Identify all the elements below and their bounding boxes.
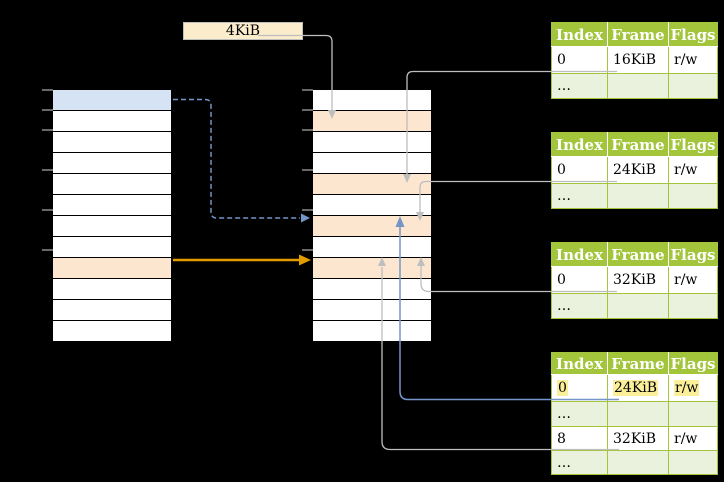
highlight: r/w xyxy=(674,380,700,396)
table-header-row: Index Frame Flags xyxy=(551,242,718,267)
memory-row xyxy=(313,90,431,111)
memory-row xyxy=(313,237,431,258)
memory-row xyxy=(53,321,171,341)
header-frame: Frame xyxy=(607,132,669,157)
cell-flags xyxy=(668,73,718,99)
cell-flags: r/w xyxy=(668,426,718,451)
table-row: 8 32KiB r/w xyxy=(551,426,718,451)
dashed-translation-arrow xyxy=(173,98,310,223)
memory-row xyxy=(313,279,431,300)
memory-row xyxy=(53,300,171,321)
cell-index: 0 xyxy=(551,46,608,74)
cell-index: … xyxy=(551,450,608,475)
table-header-row: Index Frame Flags xyxy=(551,22,718,47)
cell-flags: r/w xyxy=(668,374,718,402)
memory-row xyxy=(313,174,431,195)
page-size-label: 4KiB xyxy=(183,22,303,40)
cell-frame: 32KiB xyxy=(607,266,669,294)
cell-index: 0 xyxy=(551,266,608,294)
header-index: Index xyxy=(551,22,608,47)
header-index: Index xyxy=(551,352,608,375)
cell-frame: 16KiB xyxy=(607,46,669,74)
memory-row xyxy=(53,237,171,258)
memory-row xyxy=(313,153,431,174)
cell-frame xyxy=(607,401,669,427)
cell-index: … xyxy=(551,183,608,209)
cell-flags: r/w xyxy=(668,266,718,294)
arrowhead-right-icon xyxy=(301,213,310,223)
cell-index: … xyxy=(551,293,608,319)
cell-flags: r/w xyxy=(668,156,718,184)
memory-row xyxy=(53,111,171,132)
header-frame: Frame xyxy=(607,22,669,47)
memory-row xyxy=(53,90,171,111)
cell-index: 0 xyxy=(551,156,608,184)
table-row-ellipsis: … xyxy=(551,73,718,99)
memory-row xyxy=(53,195,171,216)
cell-index: 8 xyxy=(551,426,608,451)
memory-row xyxy=(53,216,171,237)
header-frame: Frame xyxy=(607,242,669,267)
highlight: 0 xyxy=(557,380,568,396)
table-header-row: Index Frame Flags xyxy=(551,352,718,375)
memory-row xyxy=(53,174,171,195)
table-row-ellipsis: … xyxy=(551,401,718,427)
memory-row xyxy=(313,216,431,237)
cell-index: … xyxy=(551,401,608,427)
page-table-4: Index Frame Flags 0 24KiB r/w … 8 32KiB … xyxy=(551,352,718,475)
table-row-ellipsis: … xyxy=(551,450,718,475)
memory-row xyxy=(313,132,431,153)
orange-mapping-arrow xyxy=(173,254,311,266)
cell-flags: r/w xyxy=(668,46,718,74)
memory-row xyxy=(313,300,431,321)
header-flags: Flags xyxy=(668,242,718,267)
cell-frame xyxy=(607,293,669,319)
dashed-arrow-path xyxy=(173,98,300,219)
highlight: 24KiB xyxy=(613,380,659,396)
table-header-row: Index Frame Flags xyxy=(551,132,718,157)
header-flags: Flags xyxy=(668,22,718,47)
page-table-1: Index Frame Flags 0 16KiB r/w … xyxy=(551,22,718,99)
table-row-highlighted: 0 24KiB r/w xyxy=(551,374,718,402)
memory-row xyxy=(53,258,171,279)
memory-row xyxy=(313,195,431,216)
cell-flags xyxy=(668,183,718,209)
cell-frame: 32KiB xyxy=(607,426,669,451)
page-table-2: Index Frame Flags 0 24KiB r/w … xyxy=(551,132,718,209)
header-index: Index xyxy=(551,242,608,267)
cell-flags xyxy=(668,450,718,475)
memory-row xyxy=(313,258,431,279)
table-row: 0 32KiB r/w xyxy=(551,266,718,294)
cell-flags xyxy=(668,293,718,319)
cell-frame: 24KiB xyxy=(607,374,669,402)
cell-frame xyxy=(607,450,669,475)
table-row-ellipsis: … xyxy=(551,293,718,319)
memory-row xyxy=(313,111,431,132)
header-flags: Flags xyxy=(668,352,718,375)
table-row-ellipsis: … xyxy=(551,183,718,209)
header-flags: Flags xyxy=(668,132,718,157)
memory-row xyxy=(53,132,171,153)
cell-index: … xyxy=(551,73,608,99)
memory-row xyxy=(53,153,171,174)
header-frame: Frame xyxy=(607,352,669,375)
memory-row xyxy=(53,279,171,300)
cell-flags xyxy=(668,401,718,427)
left-address-space-column xyxy=(52,89,172,342)
cell-frame: 24KiB xyxy=(607,156,669,184)
cell-index: 0 xyxy=(551,374,608,402)
table-row: 0 24KiB r/w xyxy=(551,156,718,184)
cell-frame xyxy=(607,73,669,99)
header-index: Index xyxy=(551,132,608,157)
table-row: 0 16KiB r/w xyxy=(551,46,718,74)
page-table-3: Index Frame Flags 0 32KiB r/w … xyxy=(551,242,718,319)
arrowhead-right-icon xyxy=(299,254,311,266)
memory-row xyxy=(313,321,431,341)
middle-address-space-column xyxy=(312,89,432,342)
cell-frame xyxy=(607,183,669,209)
